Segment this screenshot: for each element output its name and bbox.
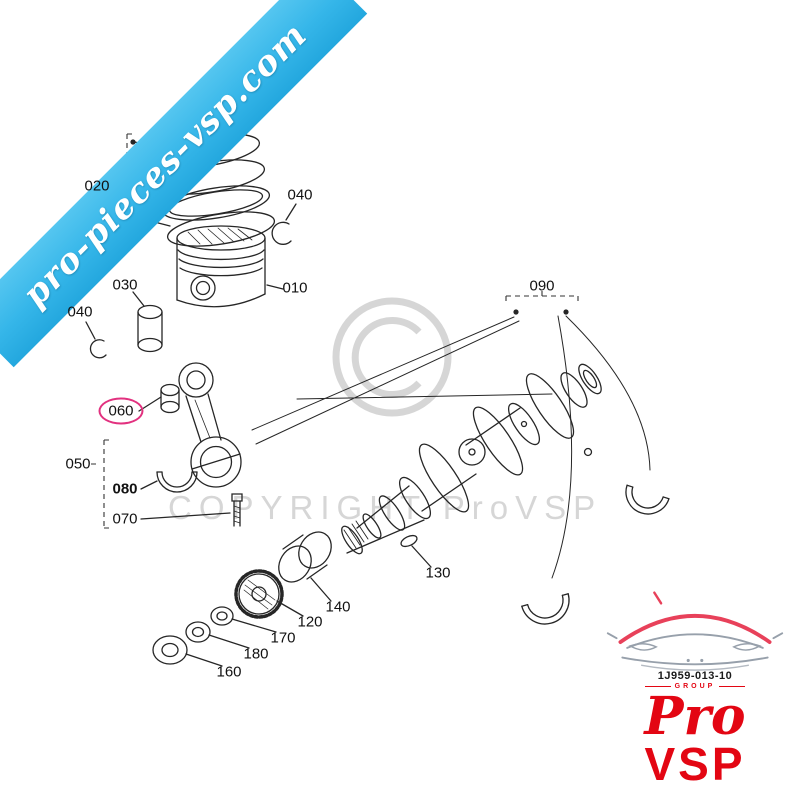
part-label-120: 120 xyxy=(297,613,323,631)
car-icon xyxy=(606,591,784,671)
group-line-left xyxy=(644,686,671,687)
part-label-170: 170 xyxy=(270,629,296,647)
group-label: GROUP xyxy=(674,683,716,690)
part-label-090: 090 xyxy=(529,277,555,295)
part-label-070: 070 xyxy=(112,510,138,528)
part-label-050: 050 xyxy=(65,455,91,473)
part-label-130: 130 xyxy=(425,564,451,582)
part-label-040-left: 040 xyxy=(67,303,93,321)
brand-group-line: GROUP xyxy=(644,683,746,690)
part-label-080: 080 xyxy=(112,480,138,498)
catalog-part-number: 1J959-013-10 xyxy=(657,670,733,682)
part-label-060-highlighted: 060 xyxy=(98,397,144,425)
part-label-040-top: 040 xyxy=(287,186,313,204)
group-line-right xyxy=(719,686,746,687)
copyright-symbol-icon xyxy=(332,297,452,417)
brand-name-pro: Pro xyxy=(644,686,746,747)
brand-logo: 1J959-013-10 GROUP Pro VSP xyxy=(600,582,790,787)
part-label-180: 180 xyxy=(243,645,269,663)
part-label-010: 010 xyxy=(282,279,308,297)
part-label-140: 140 xyxy=(325,598,351,616)
part-label-020: 020 xyxy=(84,177,110,195)
part-label-160: 160 xyxy=(216,663,242,681)
part-label-030: 030 xyxy=(112,276,138,294)
brand-name-vsp: VSP xyxy=(644,738,746,791)
